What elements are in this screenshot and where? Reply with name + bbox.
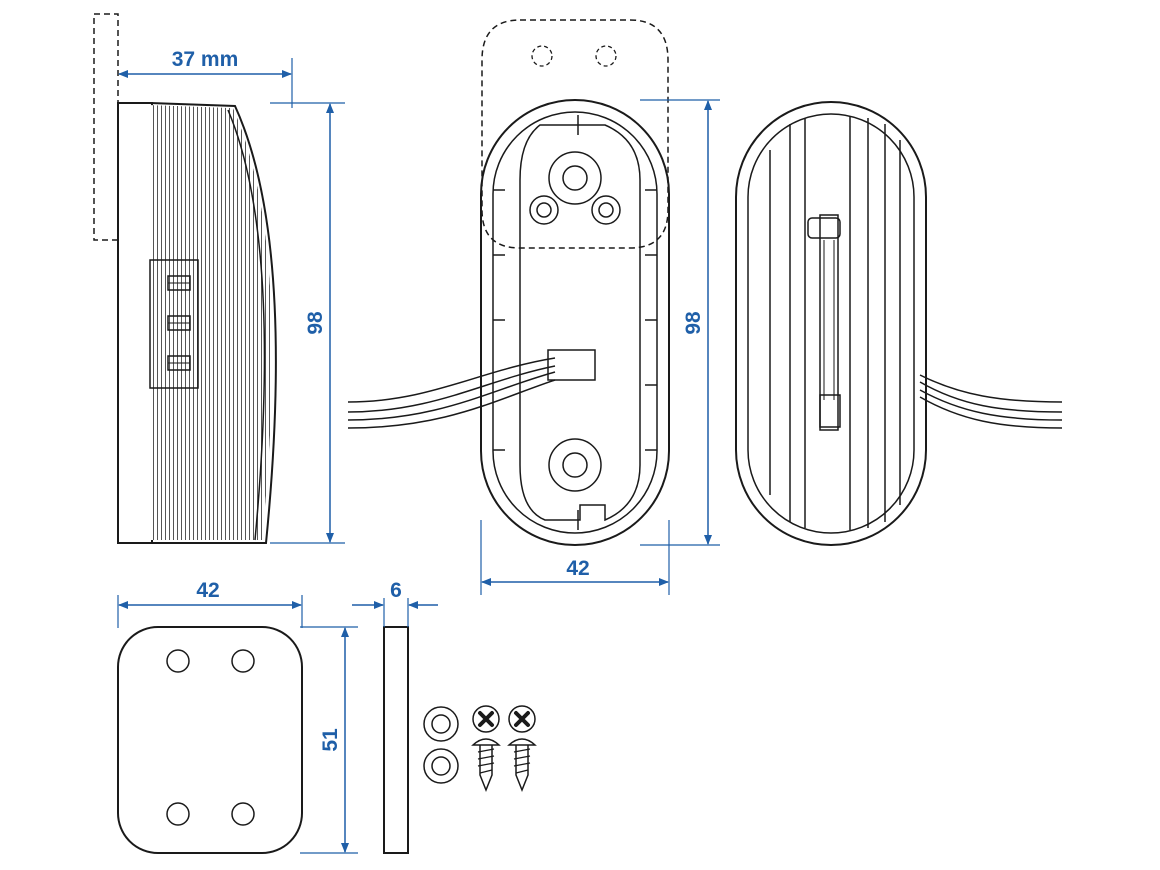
- dimension-plate-thickness: 6: [352, 579, 438, 627]
- dimension-label-plate-height: 51: [319, 728, 342, 752]
- tab-hole-left: [531, 45, 553, 67]
- wall-outline-dashed: [93, 13, 119, 241]
- dimension-back-height: 98: [640, 99, 720, 546]
- dimension-label-plate-thickness: 6: [390, 579, 402, 602]
- back-housing-outer: [480, 99, 670, 546]
- screw-2-cross: [514, 711, 530, 727]
- front-housing-outer: [735, 101, 927, 546]
- plate-hole-br: [231, 802, 255, 826]
- washer-2-inner: [431, 756, 451, 776]
- wire-back-2: [347, 365, 556, 413]
- lens-inner-curve: [227, 109, 266, 541]
- dimension-side-depth: 37 mm: [118, 48, 293, 108]
- center-boss-top: [548, 151, 602, 205]
- front-housing-inner: [747, 113, 915, 534]
- wire-back-3: [347, 371, 556, 421]
- back-housing-inner: [492, 111, 658, 534]
- mounting-tab-dashed: [481, 19, 669, 249]
- wire-front-4: [919, 396, 1063, 429]
- washers: [423, 706, 459, 784]
- dimension-label-back-width: 42: [566, 557, 589, 580]
- front-view: [735, 101, 1063, 546]
- connector-block: [149, 259, 199, 389]
- screw-2-body: [507, 738, 537, 793]
- washer-1-outer: [423, 706, 459, 742]
- back-view: 98 42: [347, 19, 720, 595]
- plate-hole-tl: [166, 649, 190, 673]
- side-view: 37 mm 98: [93, 13, 345, 544]
- housing-ticks: [493, 115, 657, 530]
- bulb-cap-top: [807, 217, 841, 239]
- plate-side-view: 6: [352, 579, 438, 854]
- right-hole: [598, 202, 614, 218]
- screw-2-head: [508, 705, 536, 733]
- right-boss: [591, 195, 621, 225]
- dimension-label-back-height: 98: [682, 311, 705, 335]
- wire-front-1: [919, 374, 1063, 403]
- dimension-label-side-depth: 37 mm: [172, 48, 239, 71]
- center-boss-bottom: [548, 438, 602, 492]
- screw-1-cross: [478, 711, 494, 727]
- dimension-back-width: 42: [480, 520, 670, 595]
- center-hole-bottom: [562, 452, 588, 478]
- plate-edge: [383, 626, 409, 854]
- center-hole-top: [562, 165, 588, 191]
- plate-hole-bl: [166, 802, 190, 826]
- left-hole: [536, 202, 552, 218]
- lamp-lens: [150, 105, 273, 540]
- dimension-plate-height: 51: [300, 626, 358, 854]
- dimension-plate-width: 42: [117, 579, 303, 628]
- dimension-label-plate-width: 42: [196, 579, 219, 602]
- tab-hole-right: [595, 45, 617, 67]
- washer-1-inner: [431, 714, 451, 734]
- wire-front-2: [919, 381, 1063, 413]
- bulb-cap-bottom: [819, 394, 841, 428]
- mounting-plate: 42 51: [117, 579, 358, 854]
- dimension-label-side-height: 98: [304, 311, 327, 335]
- back-plate: [519, 124, 641, 522]
- lamp-base: [117, 102, 153, 544]
- cable-channel: [547, 349, 596, 381]
- screw-1-head: [472, 705, 500, 733]
- washer-2-outer: [423, 748, 459, 784]
- plate-hole-tr: [231, 649, 255, 673]
- lamp-lens-outline: [149, 102, 277, 544]
- screws: [471, 705, 537, 793]
- wire-back-4: [347, 379, 556, 429]
- wire-back-1: [347, 357, 556, 403]
- screw-1-body: [471, 738, 501, 793]
- left-boss: [529, 195, 559, 225]
- bulb-tube: [819, 214, 839, 431]
- front-lens-ribs: [769, 116, 901, 530]
- plate-body: [117, 626, 303, 854]
- wire-front-3: [919, 389, 1063, 421]
- dimension-side-height: 98: [270, 102, 345, 544]
